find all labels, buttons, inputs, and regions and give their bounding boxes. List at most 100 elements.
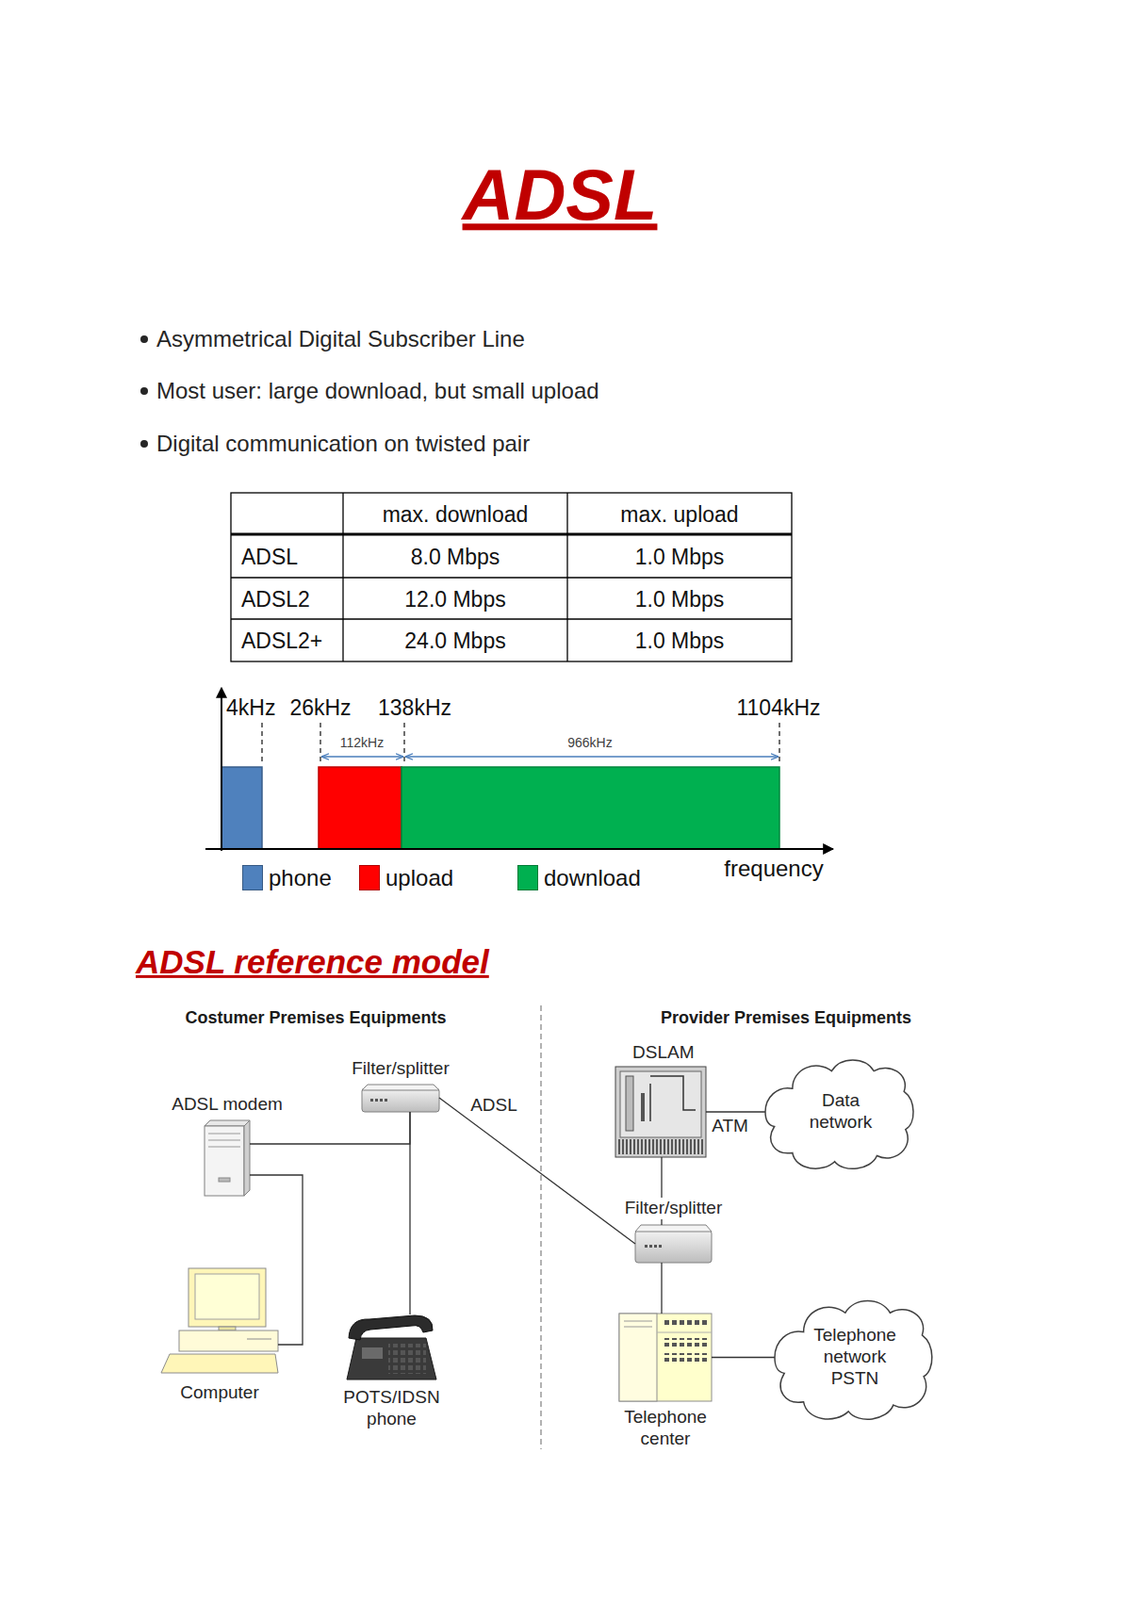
cloud-outline (765, 1060, 914, 1169)
node-label-group: POTS/IDSN phone (330, 1387, 453, 1431)
bullet-text: Asymmetrical Digital Subscriber Line (156, 326, 525, 353)
area-heading: Provider Premises Equipments (660, 1008, 912, 1029)
node-label: Telephone network PSTN (807, 1325, 902, 1390)
splitter-led (375, 1098, 378, 1102)
page-title: ADSL (462, 153, 658, 236)
network-cloud: Data network (765, 1053, 917, 1171)
node-label-group: Telephone center (611, 1407, 720, 1451)
exchange-switches (662, 1338, 708, 1347)
connector-line (249, 1112, 410, 1145)
table-grid (230, 492, 792, 662)
phone-base (346, 1338, 437, 1380)
phone-keypad (388, 1344, 427, 1375)
splitter-icon (361, 1084, 440, 1113)
equipment-node: DSLAM (615, 1066, 706, 1158)
splitter-led (644, 1245, 648, 1248)
table-cell: ADSL (241, 544, 298, 570)
bullet-dot (140, 335, 148, 344)
bullet-text: Most user: large download, but small upl… (156, 377, 600, 405)
connector-line (660, 1262, 662, 1314)
bullet-dot (140, 387, 148, 395)
connector-line (711, 1357, 775, 1359)
axis-label: frequency (723, 855, 823, 883)
node-label: ADSL modem (171, 1094, 283, 1116)
table-header-rule (230, 533, 792, 537)
node-label-group: Filter/splitter (622, 1197, 724, 1220)
bullet-dots (140, 335, 148, 448)
splitter-icon (635, 1225, 712, 1263)
equipment-node: Computer (161, 1268, 279, 1374)
system-unit (179, 1330, 279, 1352)
node-label: POTS/IDSN phone (332, 1387, 451, 1431)
legend-swatch (242, 865, 263, 891)
download-band (401, 767, 780, 850)
band-edge-marker (319, 722, 322, 766)
equipment-node: Filter/splitter (635, 1225, 712, 1263)
rack-panel (620, 1071, 702, 1138)
modem-side (244, 1120, 250, 1197)
node-label-group: ADSL modem (169, 1094, 285, 1116)
node-label: Filter/splitter (351, 1058, 449, 1081)
legend-label: download (543, 865, 641, 892)
rack-card (640, 1093, 645, 1122)
equipment-node: Telephone center (619, 1313, 712, 1402)
table-border (230, 492, 792, 662)
network-cloud: Telephone network PSTN (774, 1294, 935, 1422)
node-label: Data network (798, 1090, 884, 1134)
rack-detail (650, 1076, 696, 1111)
band-edge-marker (261, 722, 263, 766)
splitter-led (654, 1245, 657, 1248)
monitor (188, 1268, 266, 1328)
rack-detail (649, 1083, 652, 1122)
frequency-mark: 138kHz (377, 695, 452, 721)
rack-ports (618, 1139, 704, 1155)
span-arrow (321, 755, 404, 758)
upload-band (318, 767, 402, 850)
y-axis (220, 688, 223, 852)
frequency-chart (205, 688, 834, 852)
splitter-led (649, 1245, 653, 1248)
table-cell: 1.0 Mbps (635, 628, 725, 654)
span-arrow (405, 755, 779, 758)
exchange-detail (623, 1321, 653, 1323)
bandwidth-label: 112kHz (340, 735, 384, 751)
node-label-group: DSLAM (630, 1042, 696, 1065)
section-heading: ADSL reference model (135, 943, 490, 982)
legend-swatch (359, 865, 380, 891)
monitor-stand (218, 1327, 236, 1331)
modem-top (204, 1120, 250, 1127)
table-cell: ADSL2 (241, 587, 311, 612)
node-label: Telephone center (613, 1407, 718, 1451)
node-label-group: Data network (798, 1090, 884, 1134)
legend-label: phone (268, 865, 332, 892)
modem-icon (204, 1120, 250, 1197)
dslam-icon (615, 1066, 706, 1158)
table-cell: 1.0 Mbps (635, 587, 725, 612)
exchange-detail (623, 1327, 653, 1328)
splitter-led (658, 1245, 662, 1248)
frequency-axis (205, 848, 834, 851)
node-label-group: Computer (178, 1382, 261, 1405)
connector-line (409, 1112, 410, 1315)
connector-line (249, 1175, 303, 1345)
exchange-detail (656, 1332, 712, 1334)
node-label: Computer (180, 1382, 259, 1405)
phone-display (361, 1347, 383, 1360)
frequency-mark: 1104kHz (736, 695, 820, 721)
phone-handset (348, 1315, 433, 1341)
splitter-top (361, 1084, 440, 1091)
cloud-outline (774, 1301, 933, 1421)
splitter-body (361, 1088, 440, 1113)
table-cell: 24.0 Mbps (404, 628, 506, 654)
connector-line (705, 1111, 766, 1113)
modem-bay (208, 1133, 241, 1135)
exchange-cabinet (619, 1313, 712, 1402)
bullet-dot (140, 440, 148, 448)
splitter-led (384, 1098, 388, 1102)
splitter-body (635, 1230, 712, 1263)
band-edge-marker (778, 722, 781, 766)
frequency-mark: 26kHz (289, 695, 351, 721)
modem-bay (208, 1147, 241, 1148)
